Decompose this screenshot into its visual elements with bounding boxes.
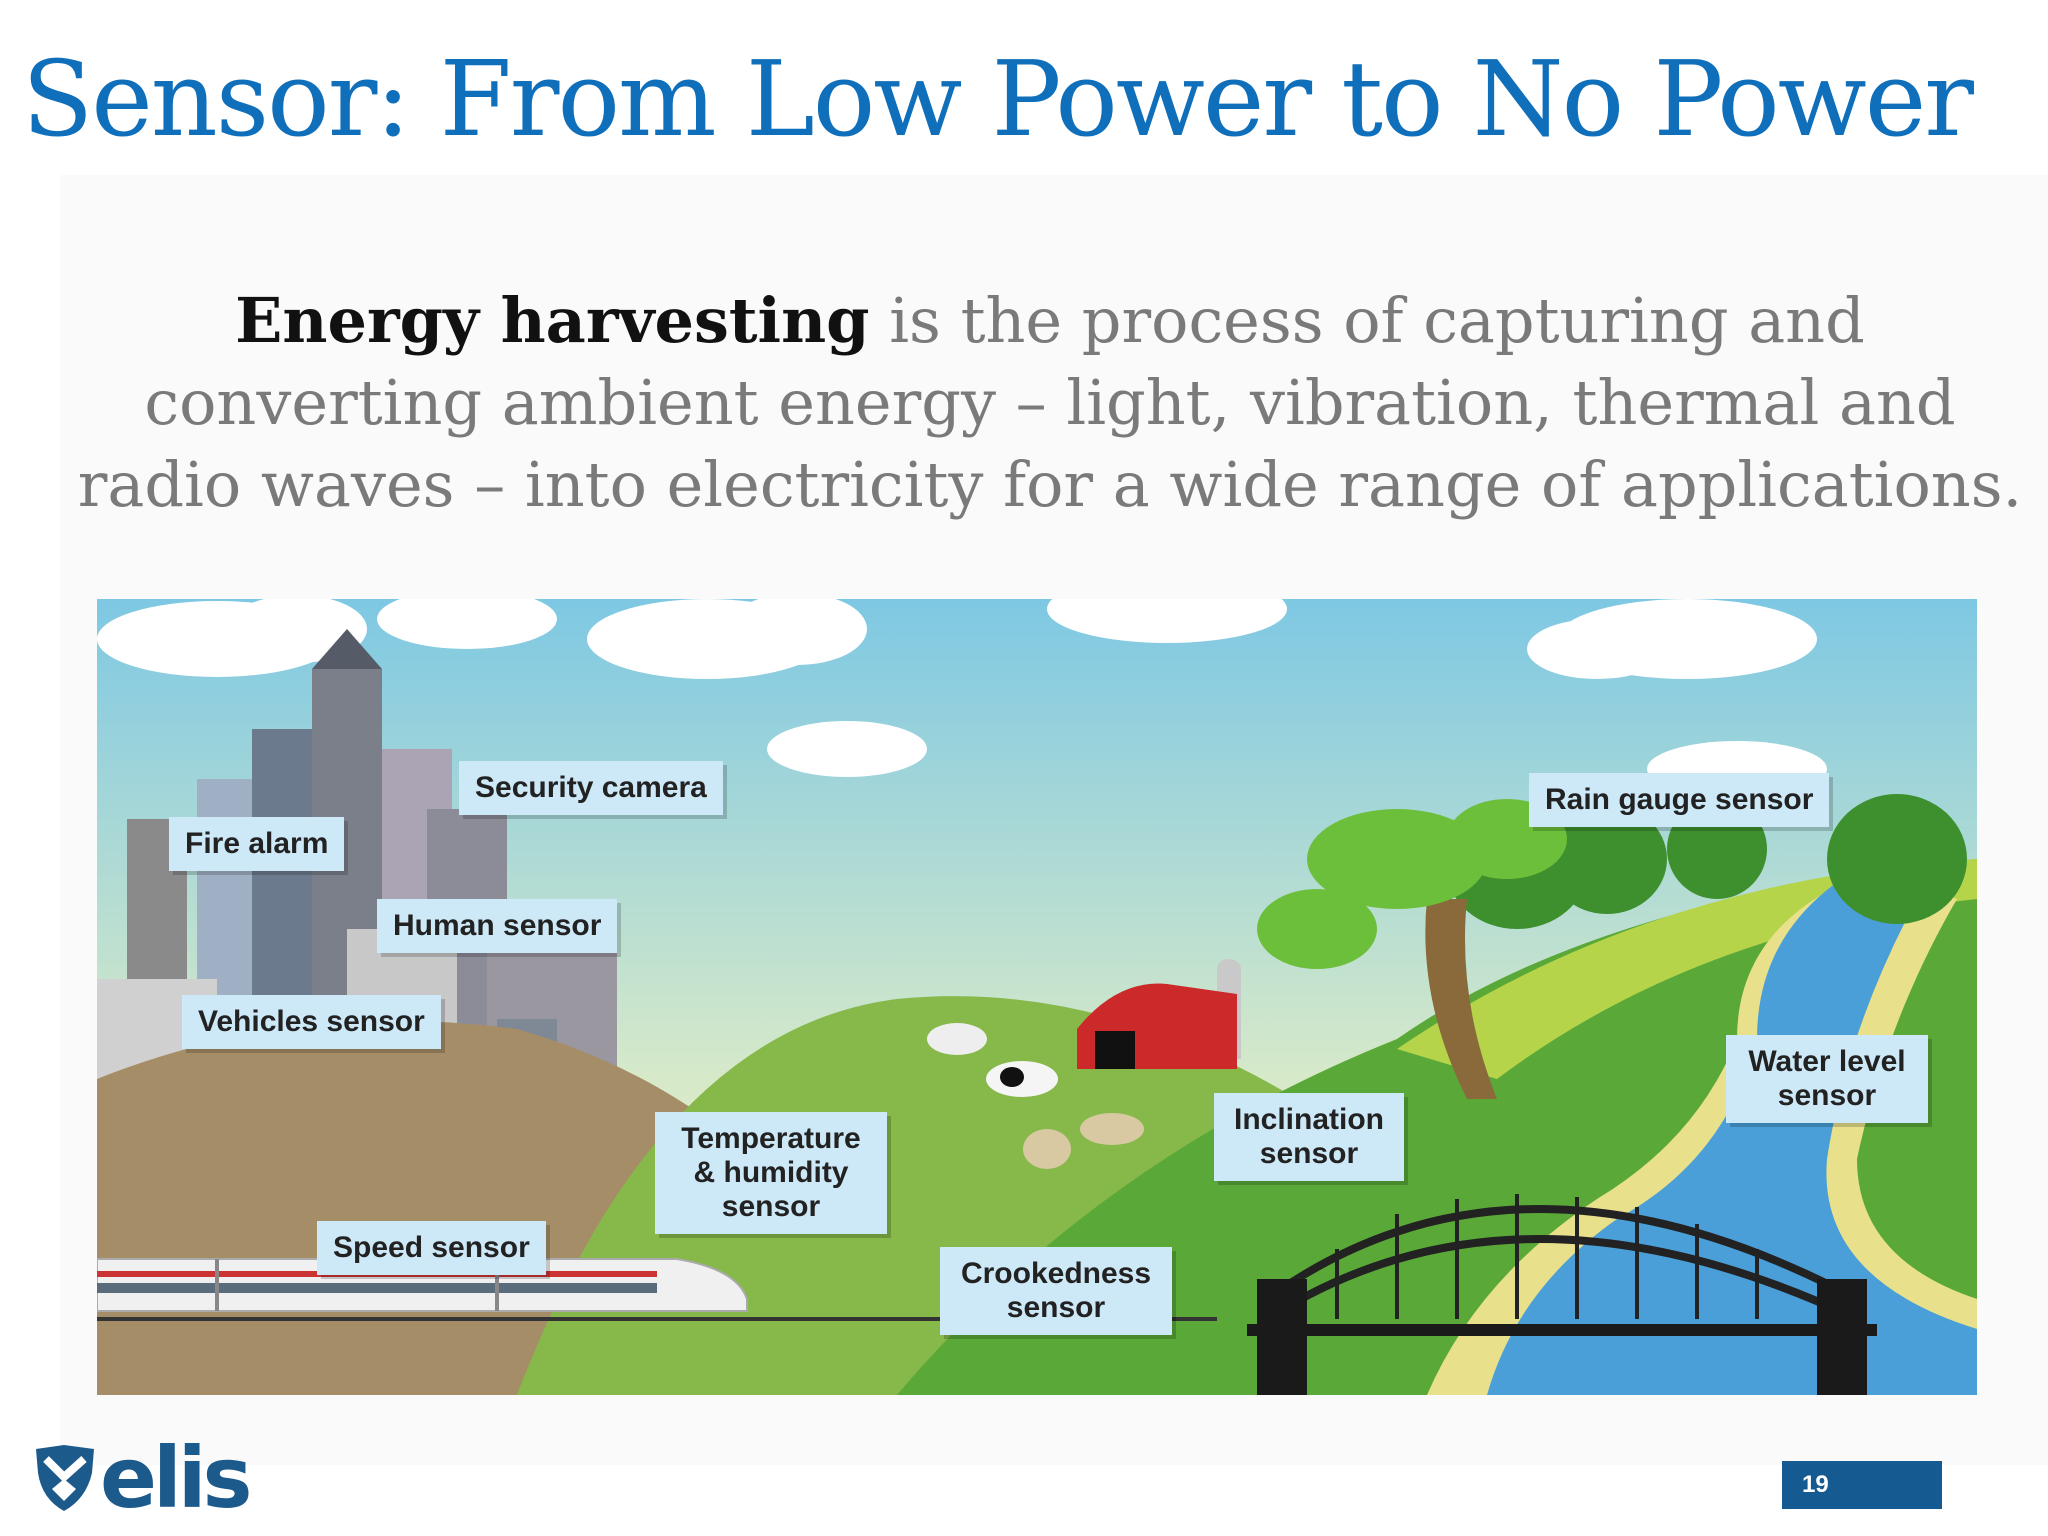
page-number-badge: 19: [1782, 1461, 1942, 1509]
logo-wordmark: elis: [100, 1429, 253, 1527]
label-speed-sensor: Speed sensor: [317, 1221, 546, 1275]
label-crookedness-sensor-text: Crookedness sensor: [960, 1257, 1152, 1324]
label-crookedness-sensor: Crookedness sensor: [940, 1247, 1172, 1335]
label-rain-gauge-sensor: Rain gauge sensor: [1529, 773, 1830, 827]
label-security-camera: Security camera: [459, 761, 723, 815]
intro-term: Energy harvesting: [235, 284, 870, 357]
slide-title: Sensor: From Low Power to No Power: [22, 38, 1974, 160]
label-fire-alarm: Fire alarm: [169, 817, 345, 871]
intro-paragraph: Energy harvesting is the process of capt…: [60, 280, 2040, 526]
label-water-level-sensor: Water level sensor: [1726, 1035, 1928, 1123]
elis-logo: elis: [34, 1429, 253, 1527]
energy-harvesting-illustration: Security camera Fire alarm Human sensor …: [97, 599, 1977, 1395]
label-human-sensor: Human sensor: [377, 899, 618, 953]
intro-definition: is the process of capturing and converti…: [77, 284, 2023, 521]
label-temperature-humidity: Temperature & humidity sensor: [655, 1112, 887, 1234]
label-water-level-sensor-text: Water level sensor: [1748, 1045, 1906, 1112]
shield-logo-icon: [36, 1445, 94, 1511]
label-temperature-humidity-text: Temperature & humidity sensor: [681, 1122, 861, 1223]
label-inclination-sensor-text: Inclination sensor: [1234, 1103, 1384, 1170]
label-vehicles-sensor: Vehicles sensor: [182, 995, 441, 1049]
label-inclination-sensor: Inclination sensor: [1214, 1093, 1404, 1181]
